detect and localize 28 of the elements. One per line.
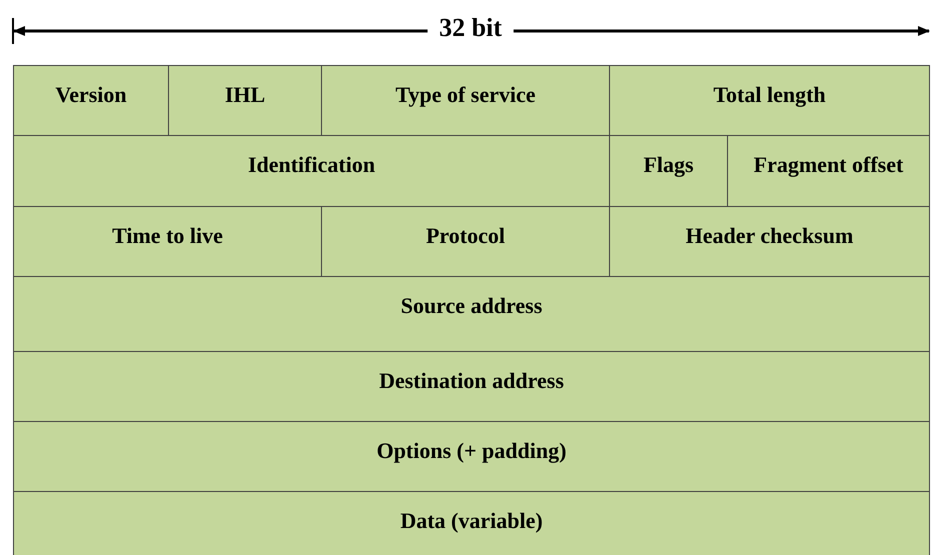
field-name: Type of service <box>395 82 536 108</box>
header-field <box>13 491 930 555</box>
header-field <box>609 65 930 136</box>
header-field <box>13 135 610 207</box>
header-field <box>13 65 169 136</box>
field-name: Header checksum <box>686 223 854 250</box>
header-field <box>13 421 930 492</box>
field-name: Data (variable) <box>400 508 543 534</box>
field-name: Version <box>55 82 127 108</box>
field-name: Destination address <box>379 368 564 394</box>
header-field <box>168 65 322 136</box>
field-name: Total length <box>713 82 826 108</box>
header-field <box>609 206 930 277</box>
field-name: Options (+ padding) <box>376 438 566 464</box>
header-field <box>321 206 610 277</box>
field-name: Fragment offset <box>754 152 904 178</box>
header-field <box>321 65 610 136</box>
header-field <box>727 135 930 207</box>
field-name: Protocol <box>426 223 505 250</box>
field-name: Source address <box>400 293 542 320</box>
field-name: Identification <box>248 152 376 178</box>
header-field <box>13 351 930 422</box>
header-field <box>609 135 728 207</box>
field-name: IHL <box>224 82 266 108</box>
field-name: Time to live <box>112 223 223 250</box>
header-field <box>13 276 930 352</box>
header-field <box>13 206 322 277</box>
field-name: Flags <box>643 152 694 178</box>
